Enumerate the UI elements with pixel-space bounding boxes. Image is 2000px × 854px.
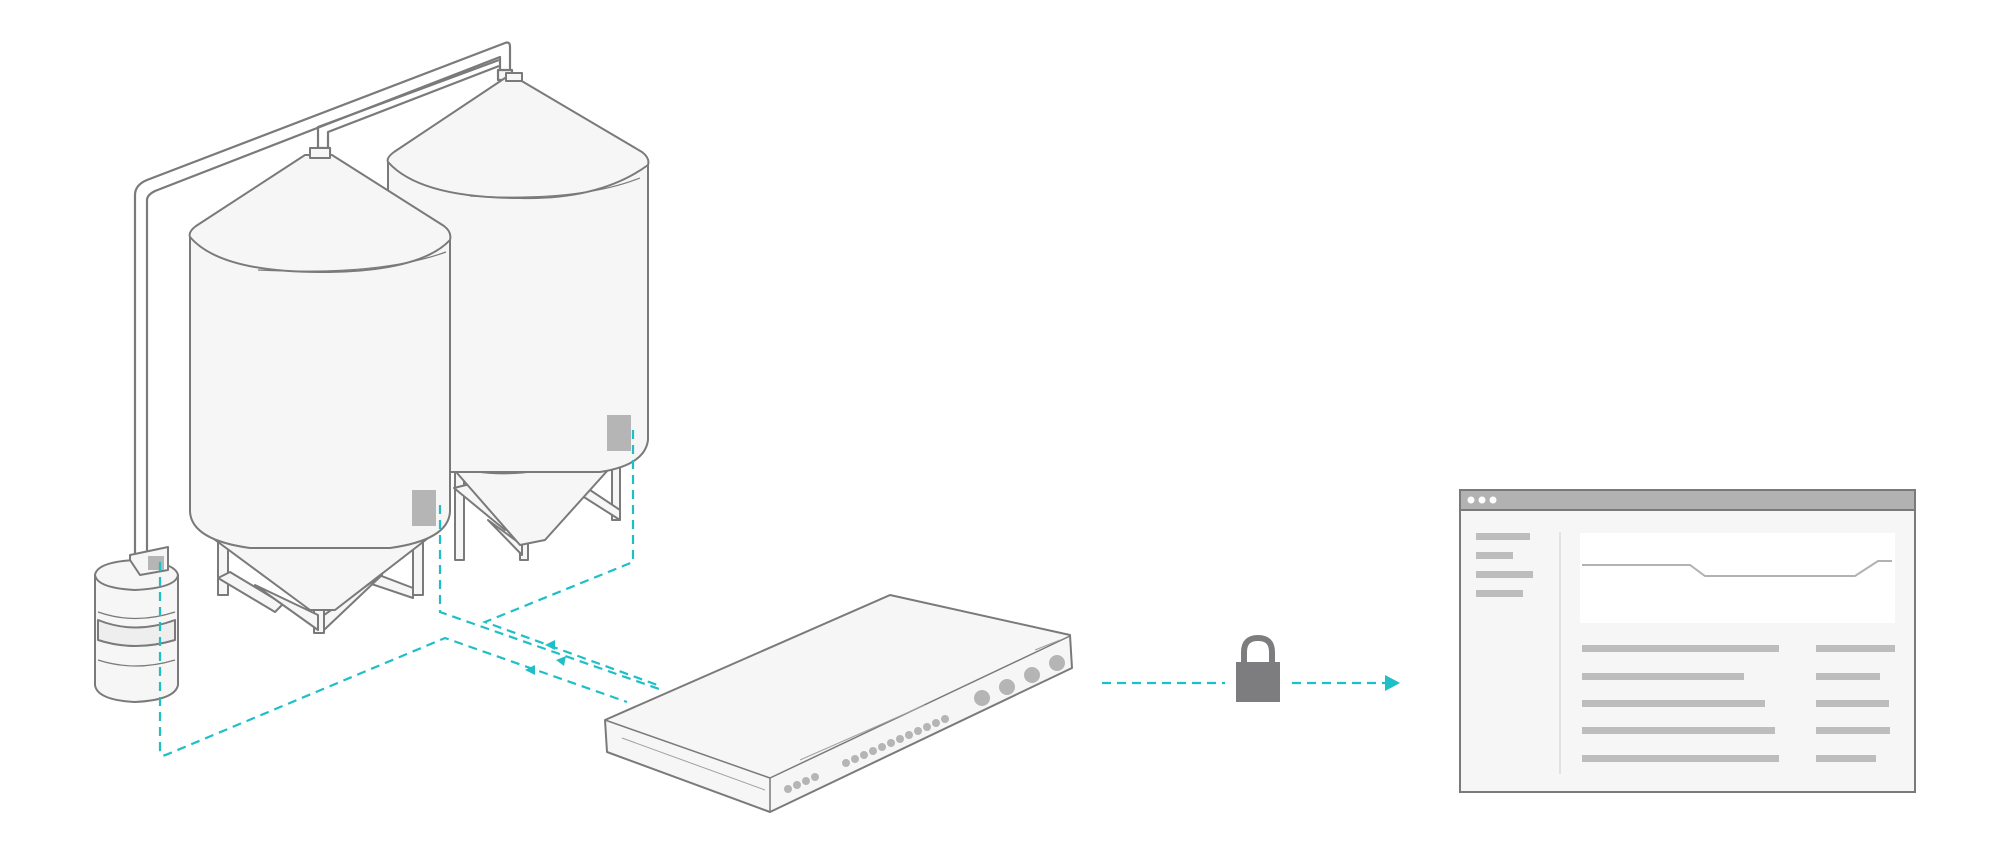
table-row — [1816, 645, 1895, 652]
link-arrows — [525, 640, 1400, 691]
table-row — [1582, 673, 1744, 680]
table-row — [1582, 755, 1779, 762]
browser-window-icon — [1459, 489, 1916, 793]
table-row — [1582, 727, 1775, 734]
sensor-front-silo — [412, 490, 436, 526]
window-dot-3 — [1489, 496, 1497, 504]
table-row — [1582, 645, 1779, 652]
window-title-bar — [1459, 489, 1916, 511]
gateway-ports — [784, 655, 1065, 793]
chart-line — [1582, 560, 1892, 577]
window-dot-1 — [1467, 496, 1475, 504]
table-row — [1582, 700, 1765, 707]
link-front-silo-to-gateway — [438, 505, 663, 692]
collector-tank — [94, 546, 179, 703]
sensor-back-silo — [607, 415, 631, 451]
arrow-head-inbound-2 — [556, 656, 566, 666]
arrow-head-dashboard — [1385, 675, 1400, 691]
window-dot-2 — [1478, 496, 1486, 504]
silo-back — [386, 72, 650, 561]
chart-panel — [1580, 533, 1895, 623]
table-row — [1816, 755, 1876, 762]
window-sidebar — [1476, 533, 1533, 597]
sensor-tank — [148, 556, 164, 570]
pipe-system — [133, 41, 514, 555]
data-links — [158, 430, 1385, 757]
arrow-head-inbound-1 — [545, 640, 555, 650]
gateway-device — [604, 594, 1073, 813]
window-table — [1582, 645, 1895, 762]
link-tank-to-gateway — [158, 562, 628, 757]
arrow-head-inbound-3 — [525, 665, 535, 675]
table-row — [1816, 727, 1890, 734]
link-back-silo-to-gateway — [481, 430, 661, 688]
silo-front — [188, 147, 452, 634]
table-row — [1816, 673, 1880, 680]
table-row — [1816, 700, 1889, 707]
padlock-icon — [1236, 634, 1280, 702]
